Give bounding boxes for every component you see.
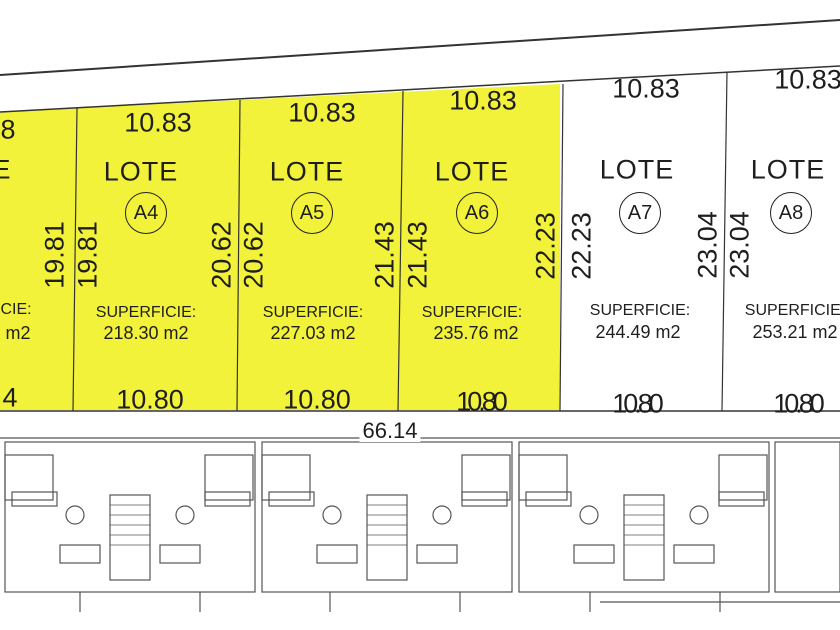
side-dimension: 20.62 xyxy=(238,221,269,289)
building-total-length: 66.14 xyxy=(359,420,421,442)
lot-a8-front-dimension: 10.83 xyxy=(774,64,840,95)
lot-dividers xyxy=(72,71,728,412)
partial-lot-area: m2 xyxy=(5,323,31,343)
lot-a7-id-badge: A7 xyxy=(619,192,661,234)
side-dimension: 22.23 xyxy=(530,212,561,280)
lot-a6-front-dimension: 10.83 xyxy=(449,85,517,116)
lot-a5-id-badge: A5 xyxy=(291,192,333,234)
lot-a4-area: 218.30 m2 xyxy=(103,323,189,343)
lot-a4-label: LOTE xyxy=(103,156,179,187)
side-dimension: 19.81 xyxy=(72,221,103,289)
lot-a7-front-dimension: 10.83 xyxy=(612,73,680,104)
side-dimension: 20.62 xyxy=(206,221,237,289)
lot-a4-back-dimension: 10.80 xyxy=(116,384,184,415)
lot-a6-back-dimension: 10.80 xyxy=(456,386,508,417)
lot-a8-label: LOTE xyxy=(750,154,826,185)
lot-a4-id-badge: A4 xyxy=(125,192,167,234)
lot-a7-area: 244.49 m2 xyxy=(595,322,681,342)
lots-front-line xyxy=(0,65,840,113)
lot-a7-superficie-label: SUPERFICIE: xyxy=(589,302,691,319)
side-dimension: 23.04 xyxy=(724,211,755,279)
side-dimension: 22.23 xyxy=(566,212,597,280)
partial-lot-front-dimension: 8 xyxy=(0,114,16,145)
street-edge-line xyxy=(0,19,840,76)
side-dimension: 23.04 xyxy=(692,211,723,279)
side-dimension: 21.43 xyxy=(402,221,433,289)
lot-a5-label: LOTE xyxy=(269,156,345,187)
lot-a6-id-badge: A6 xyxy=(456,192,498,234)
lot-a5-front-dimension: 10.83 xyxy=(288,97,356,128)
lot-a7-label: LOTE xyxy=(599,154,675,185)
lot-a7-back-dimension: 10.80 xyxy=(612,388,664,419)
partial-lot-back-dimension: 4 xyxy=(2,382,18,413)
lot-a5-superficie-label: SUPERFICIE: xyxy=(262,304,364,321)
lot-a6-area: 235.76 m2 xyxy=(433,323,519,343)
lot-a6-label: LOTE xyxy=(434,156,510,187)
building-floor-plan xyxy=(0,437,840,612)
lot-a8-superficie-label: SUPERFICIE: xyxy=(744,302,840,319)
sold-lots-highlight xyxy=(0,84,560,410)
side-dimension: 19.81 xyxy=(39,221,70,289)
side-dimension: 21.43 xyxy=(369,221,400,289)
lot-a5-area: 227.03 m2 xyxy=(270,323,356,343)
partial-lot-superficie-label: CIE: xyxy=(0,301,32,318)
lot-a8-area: 253.21 m2 xyxy=(752,322,838,342)
lot-a4-front-dimension: 10.83 xyxy=(124,107,192,138)
lot-a6-superficie-label: SUPERFICIE: xyxy=(421,304,523,321)
lot-a5-back-dimension: 10.80 xyxy=(283,384,351,415)
lot-a8-id-badge: A8 xyxy=(770,192,812,234)
lot-a8-back-dimension: 10.80 xyxy=(773,388,825,419)
lot-a4-superficie-label: SUPERFICIE: xyxy=(95,304,197,321)
partial-lot-label: E xyxy=(0,154,12,185)
